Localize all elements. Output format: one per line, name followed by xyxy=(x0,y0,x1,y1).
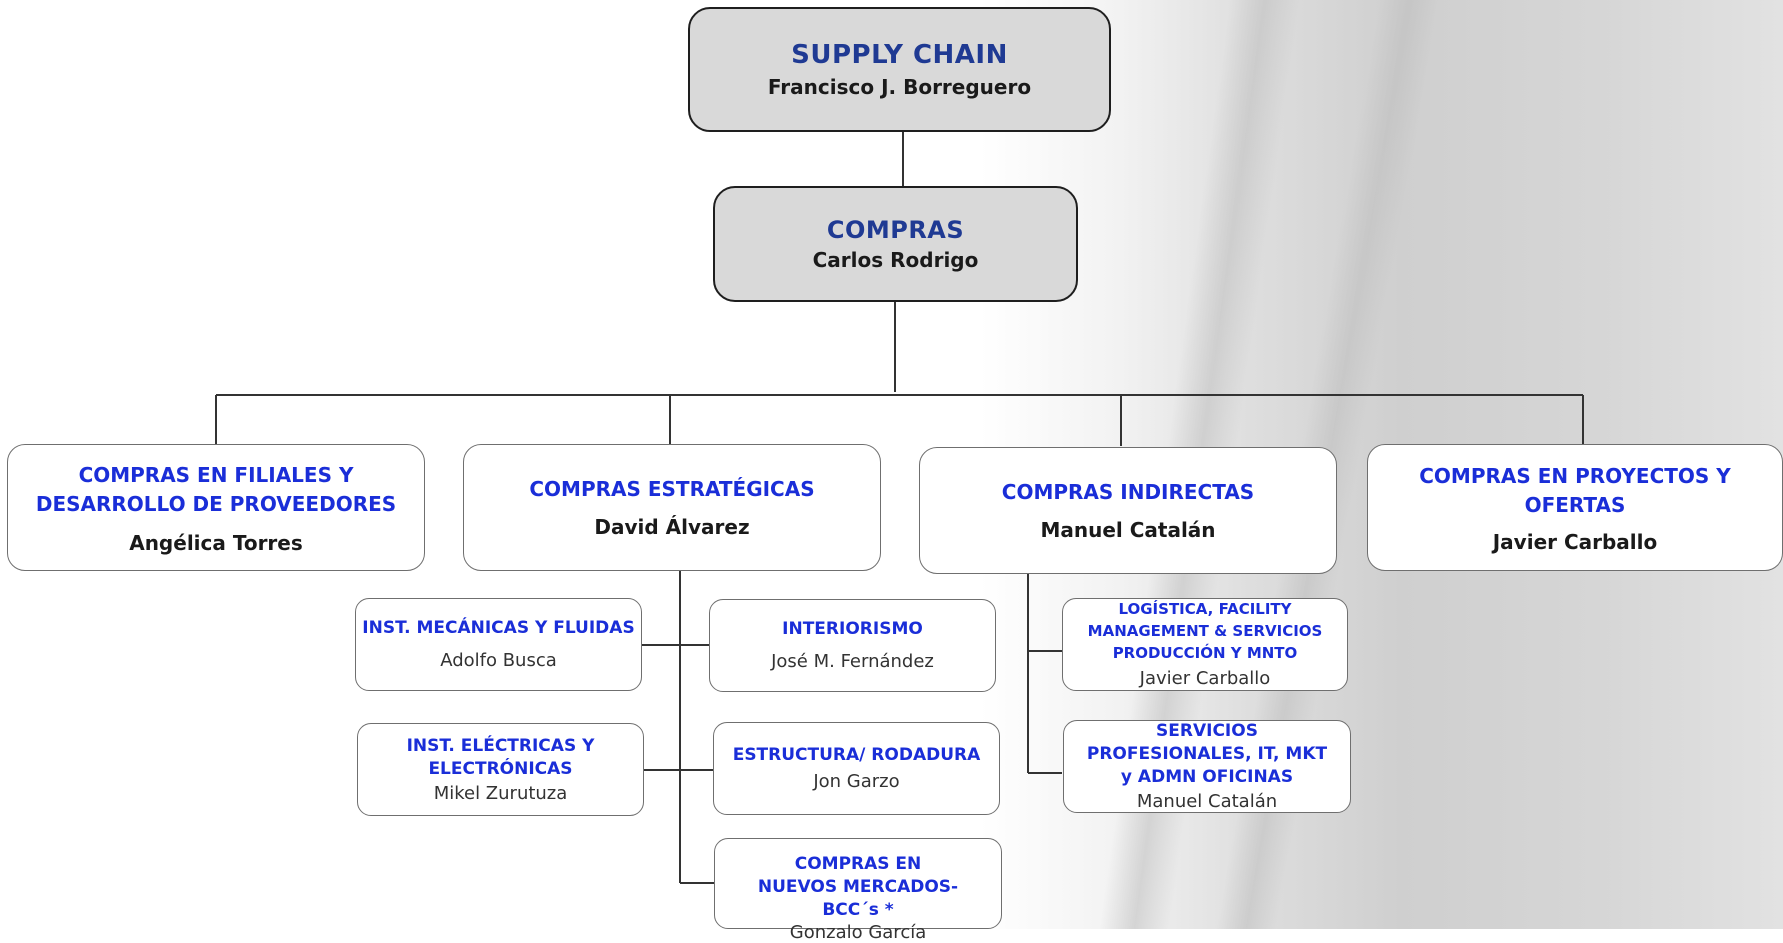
node-title: COMPRAS EN FILIALES Y DESARROLLO DE PROV… xyxy=(35,462,397,516)
node-person: Manuel Catalán xyxy=(1040,517,1216,542)
node-person: Javier Carballo xyxy=(1492,529,1658,554)
node-person: Javier Carballo xyxy=(1139,668,1271,690)
node-title: SUPPLY CHAIN xyxy=(791,39,1008,70)
org-node-compras-filiales: COMPRAS EN FILIALES Y DESARROLLO DE PROV… xyxy=(7,444,425,571)
node-title: COMPRAS ESTRATÉGICAS xyxy=(529,476,815,501)
node-title: INST. ELÉCTRICAS Y ELECTRÓNICAS xyxy=(406,735,595,779)
node-title: LOGÍSTICA, FACILITY MANAGEMENT & SERVICI… xyxy=(1087,600,1323,662)
org-node-compras-proyectos: COMPRAS EN PROYECTOS Y OFERTAS Javier Ca… xyxy=(1367,444,1783,571)
org-node-compras-estrategicas: COMPRAS ESTRATÉGICAS David Álvarez xyxy=(463,444,881,571)
org-node-compras-indirectas: COMPRAS INDIRECTAS Manuel Catalán xyxy=(919,447,1337,574)
node-title: COMPRAS INDIRECTAS xyxy=(1001,479,1255,504)
org-node-inst-mecanicas: INST. MECÁNICAS Y FLUIDAS Adolfo Busca xyxy=(355,598,642,691)
org-node-servicios-profesionales: SERVICIOS PROFESIONALES, IT, MKT y ADMN … xyxy=(1063,720,1351,813)
org-node-compras: COMPRAS Carlos Rodrigo xyxy=(713,186,1078,302)
node-title: INST. MECÁNICAS Y FLUIDAS xyxy=(362,617,635,638)
node-person: David Álvarez xyxy=(594,514,750,539)
node-person: Jon Garzo xyxy=(813,770,900,792)
node-title: ESTRUCTURA/ RODADURA xyxy=(732,744,981,765)
node-person: Mikel Zurutuza xyxy=(433,782,568,804)
node-person: Angélica Torres xyxy=(129,530,303,555)
node-person: Francisco J. Borreguero xyxy=(767,75,1032,100)
node-person: Manuel Catalán xyxy=(1136,791,1278,813)
node-title: INTERIORISMO xyxy=(782,618,923,639)
node-title: COMPRAS xyxy=(826,215,965,244)
node-title: COMPRAS EN NUEVOS MERCADOS- BCC´s * xyxy=(757,854,959,920)
node-person: Adolfo Busca xyxy=(440,649,557,671)
node-title: SERVICIOS PROFESIONALES, IT, MKT y ADMN … xyxy=(1086,721,1328,788)
org-node-inst-electricas: INST. ELÉCTRICAS Y ELECTRÓNICAS Mikel Zu… xyxy=(357,723,644,816)
org-node-supply-chain: SUPPLY CHAIN Francisco J. Borreguero xyxy=(688,7,1111,132)
org-node-nuevos-mercados: COMPRAS EN NUEVOS MERCADOS- BCC´s * Gonz… xyxy=(714,838,1002,943)
node-person: Gonzalo García xyxy=(789,921,927,943)
node-person: Carlos Rodrigo xyxy=(812,248,979,273)
org-node-estructura: ESTRUCTURA/ RODADURA Jon Garzo xyxy=(713,722,1000,815)
node-person: José M. Fernández xyxy=(771,650,934,672)
org-node-interiorismo: INTERIORISMO José M. Fernández xyxy=(709,599,996,692)
node-title: COMPRAS EN PROYECTOS Y OFERTAS xyxy=(1419,463,1731,517)
org-node-logistica: LOGÍSTICA, FACILITY MANAGEMENT & SERVICI… xyxy=(1062,598,1348,691)
